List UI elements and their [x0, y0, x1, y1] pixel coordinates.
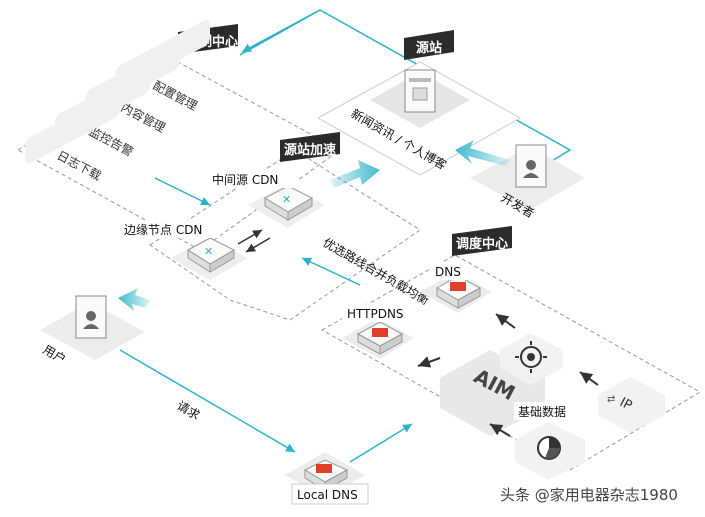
menu-log-label: 日志下载 [55, 148, 104, 183]
dns-label-bg [430, 262, 468, 280]
user-label: 用户 [41, 342, 69, 367]
origin-group: 源站 新闻资讯 / 个人博客 [316, 30, 522, 176]
mid-cdn-node[interactable]: ✕ [263, 185, 314, 221]
aim-to-dns-arrow [495, 313, 516, 329]
watermark-text: 头条 @家用电器杂志1980 [500, 486, 678, 504]
control-arrow [241, 9, 321, 53]
edge-to-mid-arrow [237, 229, 263, 245]
developer-person-icon [526, 160, 536, 170]
dispatch-to-accel-line [301, 257, 361, 286]
user-person-icon [86, 311, 96, 321]
mid-cdn-network-icon: ✕ [282, 193, 291, 206]
httpdns-badge-icon [372, 328, 388, 337]
local-dns-to-dispatch-line [349, 423, 413, 463]
origin-accel-group: 源站加速 ✕ 中间源 CDN ✕ 边缘节点 CDN [120, 132, 421, 321]
request-line [119, 349, 296, 453]
origin-accel-banner: 源站加速 [280, 132, 340, 162]
menu-config-label: 配置管理 [151, 77, 200, 113]
edge-cdn-network-icon: ✕ [204, 245, 213, 258]
mid-cdn-label-bg [206, 170, 298, 188]
menu-content-label: 内容管理 [119, 99, 168, 135]
ip-hexagon [598, 377, 665, 433]
developer-to-origin-arrow [455, 140, 510, 166]
accel-to-user-arrow [118, 288, 150, 311]
local-dns-label: Local DNS [297, 488, 358, 502]
dispatch-label: 调度中心 [456, 236, 508, 252]
base-data-to-aim-arrow [489, 423, 511, 437]
request-label: 请求 [175, 398, 203, 422]
local-dns-badge-icon [316, 464, 332, 473]
aim-to-httpdns-arrow [417, 356, 441, 368]
mid-to-edge-arrow [245, 237, 271, 253]
base-data-label-bg [514, 402, 580, 420]
httpdns-label: HTTPDNS [347, 307, 404, 321]
origin-accel-label: 源站加速 [284, 142, 336, 158]
route-opt-label: 优选路线合并负载均衡 [321, 235, 432, 308]
base-data-label: 基础数据 [518, 404, 566, 419]
dns-badge-icon [450, 282, 466, 291]
dispatch-banner: 调度中心 [452, 226, 512, 256]
developer-group: 开发者 [470, 144, 585, 221]
pie-chart-icon [537, 436, 561, 460]
origin-to-accel-arrow [330, 160, 380, 188]
local-dns-label-bg [291, 483, 369, 505]
edge-cdn-node[interactable]: ✕ [187, 237, 236, 273]
origin-server-icon [404, 69, 436, 113]
menu-log[interactable] [25, 89, 120, 166]
edge-cdn-label: 边缘节点 CDN [124, 223, 202, 237]
origin-label: 源站 [416, 40, 442, 56]
target-icon [515, 341, 547, 373]
dns-label: DNS [435, 265, 461, 279]
httpdns-node[interactable] [356, 321, 404, 355]
ip-arrows-icon: ⇄ [607, 394, 615, 405]
control-to-accel-line [154, 177, 211, 206]
dispatch-center-group: 调度中心 DNS HTTPDNS AIM [320, 226, 701, 480]
httpdns-label-bg [342, 304, 414, 322]
local-dns-group: Local DNS [285, 452, 369, 505]
ip-to-aim-arrow [579, 371, 599, 386]
origin-banner: 源站 [404, 30, 454, 60]
mid-cdn-label: 中间源 CDN [212, 172, 278, 187]
origin-accel-dashed-panel [149, 149, 421, 321]
edge-cdn-label-bg [120, 220, 220, 238]
